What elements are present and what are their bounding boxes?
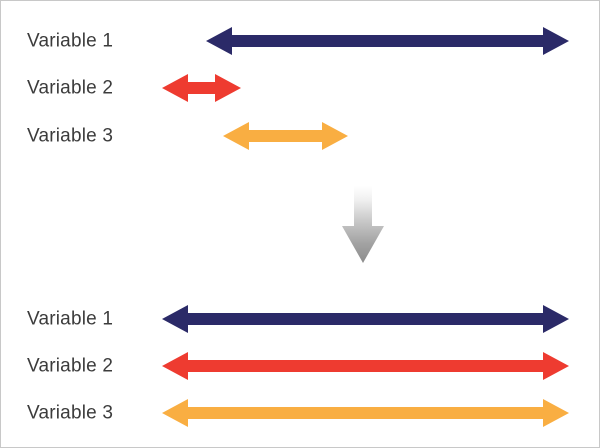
top-variable-3-label: Variable 3 <box>27 125 114 147</box>
top-arrow-variable-1 <box>206 27 569 55</box>
transition-down-arrow-icon <box>342 186 384 263</box>
bottom-arrow-variable-1 <box>162 305 569 333</box>
top-variable-2-label: Variable 2 <box>27 77 114 99</box>
bottom-variable-3-label: Variable 3 <box>27 402 114 424</box>
bottom-arrow-variable-2 <box>162 352 569 380</box>
bottom-variable-1-label: Variable 1 <box>27 308 114 330</box>
top-arrow-variable-2 <box>162 74 241 102</box>
bottom-arrow-variable-3 <box>162 399 569 427</box>
top-arrow-variable-3 <box>223 122 348 150</box>
bottom-variable-2-label: Variable 2 <box>27 355 114 377</box>
top-variable-1-label: Variable 1 <box>27 30 114 52</box>
